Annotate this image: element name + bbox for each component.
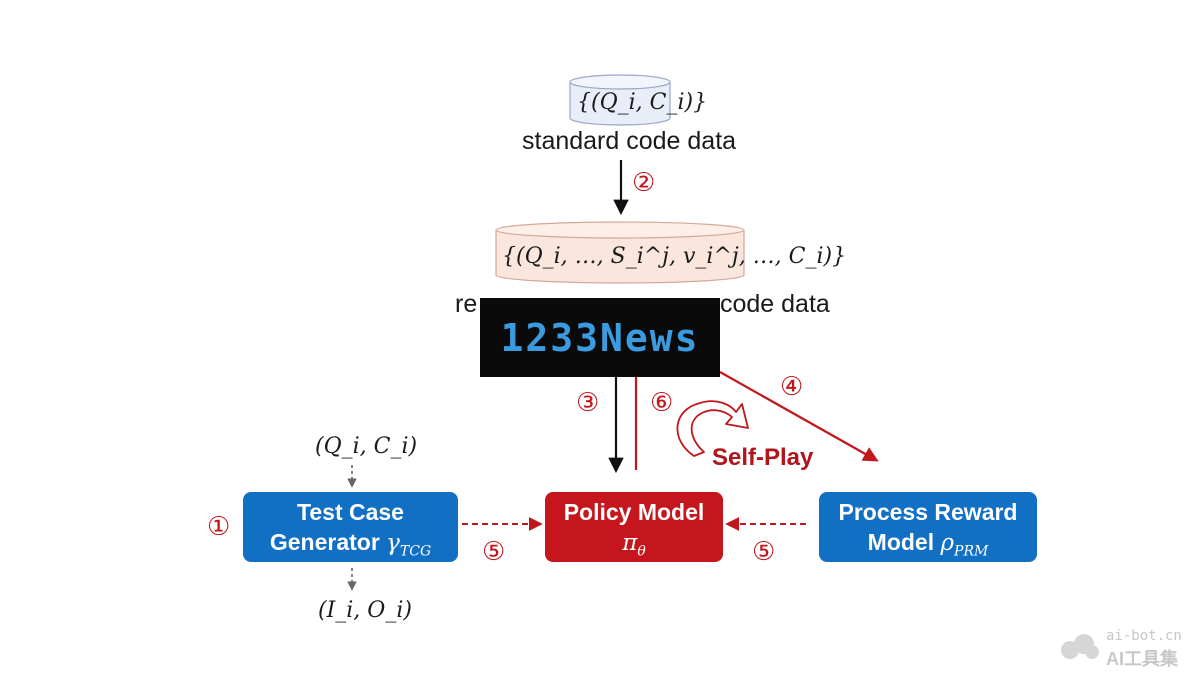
mid-store-caption-left: re [455, 290, 478, 318]
mid-store-formula: {(Q_i, …, S_i^j, v_i^j, …, C_i)} [502, 244, 847, 269]
self-play-label: Self-Play [712, 444, 814, 471]
mid-store-caption-right: code data [720, 290, 830, 318]
step-2-marker: ② [632, 168, 656, 198]
watermark-site: ai-bot.cn [1106, 628, 1182, 644]
self-play-arrow [676, 400, 749, 457]
policy-model-label: Policy Model πθ [563, 499, 705, 560]
test-case-generator-box [243, 492, 458, 562]
tcg-input-label: (Q_i, C_i) [315, 434, 418, 459]
mid-store-cylinder [495, 221, 745, 284]
step-6-marker: ⑥ [650, 388, 674, 418]
watermark-brand: AI工具集 [1106, 649, 1178, 669]
top-store-caption: standard code data [522, 127, 737, 155]
step-3-marker: ③ [576, 388, 600, 418]
top-store-cylinder [569, 74, 671, 126]
watermark-logo-icon [1061, 634, 1099, 659]
tcg-output-label: (I_i, O_i) [318, 598, 412, 623]
step-5b-marker: ⑤ [752, 537, 776, 567]
policy-model-box [545, 492, 723, 562]
watermark-overlay: 1233News [480, 298, 720, 377]
process-reward-model-label: Process Reward Model ρPRM [838, 499, 1018, 560]
watermark-overlay-text: 1233News [500, 316, 700, 360]
arrow-step-4 [719, 371, 879, 462]
top-store-formula: {(Q_i, C_i)} [577, 90, 708, 115]
test-case-generator-label: Test Case Generator γTCG [269, 499, 432, 560]
step-5a-marker: ⑤ [482, 537, 506, 567]
step-4-marker: ④ [780, 372, 804, 402]
step-1-marker: ① [207, 512, 231, 542]
process-reward-model-box [819, 492, 1037, 562]
